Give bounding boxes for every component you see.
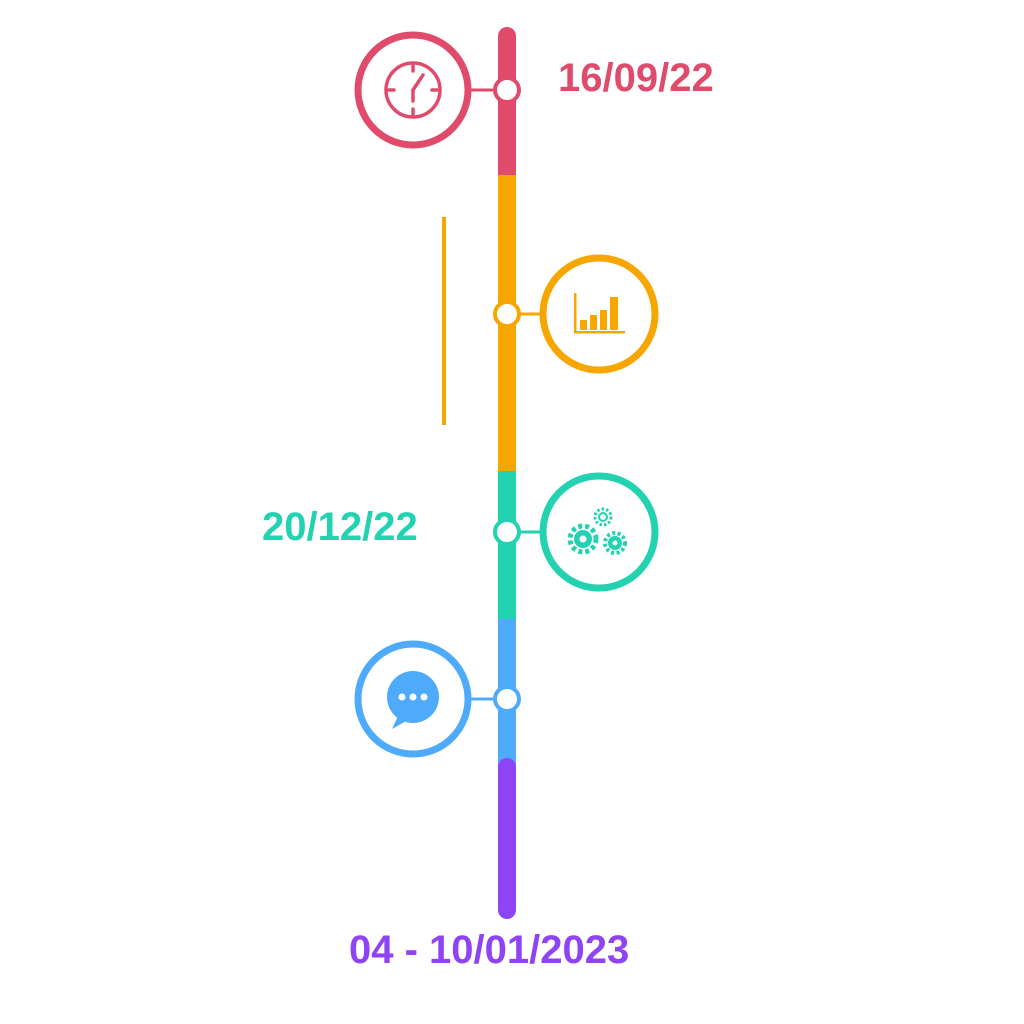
milestone-1 — [354, 31, 521, 149]
milestone-3-date: 20/12/22 — [262, 505, 418, 549]
milestone-4-node — [493, 685, 521, 713]
milestone-2 — [493, 254, 659, 374]
timeline-track — [498, 27, 516, 919]
chat-bubble-icon — [387, 671, 439, 729]
milestone-3-icon-ring — [539, 472, 659, 592]
milestone-3-node — [493, 518, 521, 546]
clock-icon — [384, 61, 442, 119]
milestone-4 — [354, 640, 521, 758]
milestone-2-node — [493, 300, 521, 328]
milestone-1-date: 16/09/22 — [558, 56, 714, 100]
milestone-3 — [493, 472, 659, 592]
bar-chart-icon — [574, 293, 625, 334]
gears-icon — [567, 507, 627, 555]
milestone-2-icon-ring — [539, 254, 659, 374]
milestone-5-date: 04 - 10/01/2023 — [349, 928, 630, 972]
milestone-1-node — [493, 76, 521, 104]
